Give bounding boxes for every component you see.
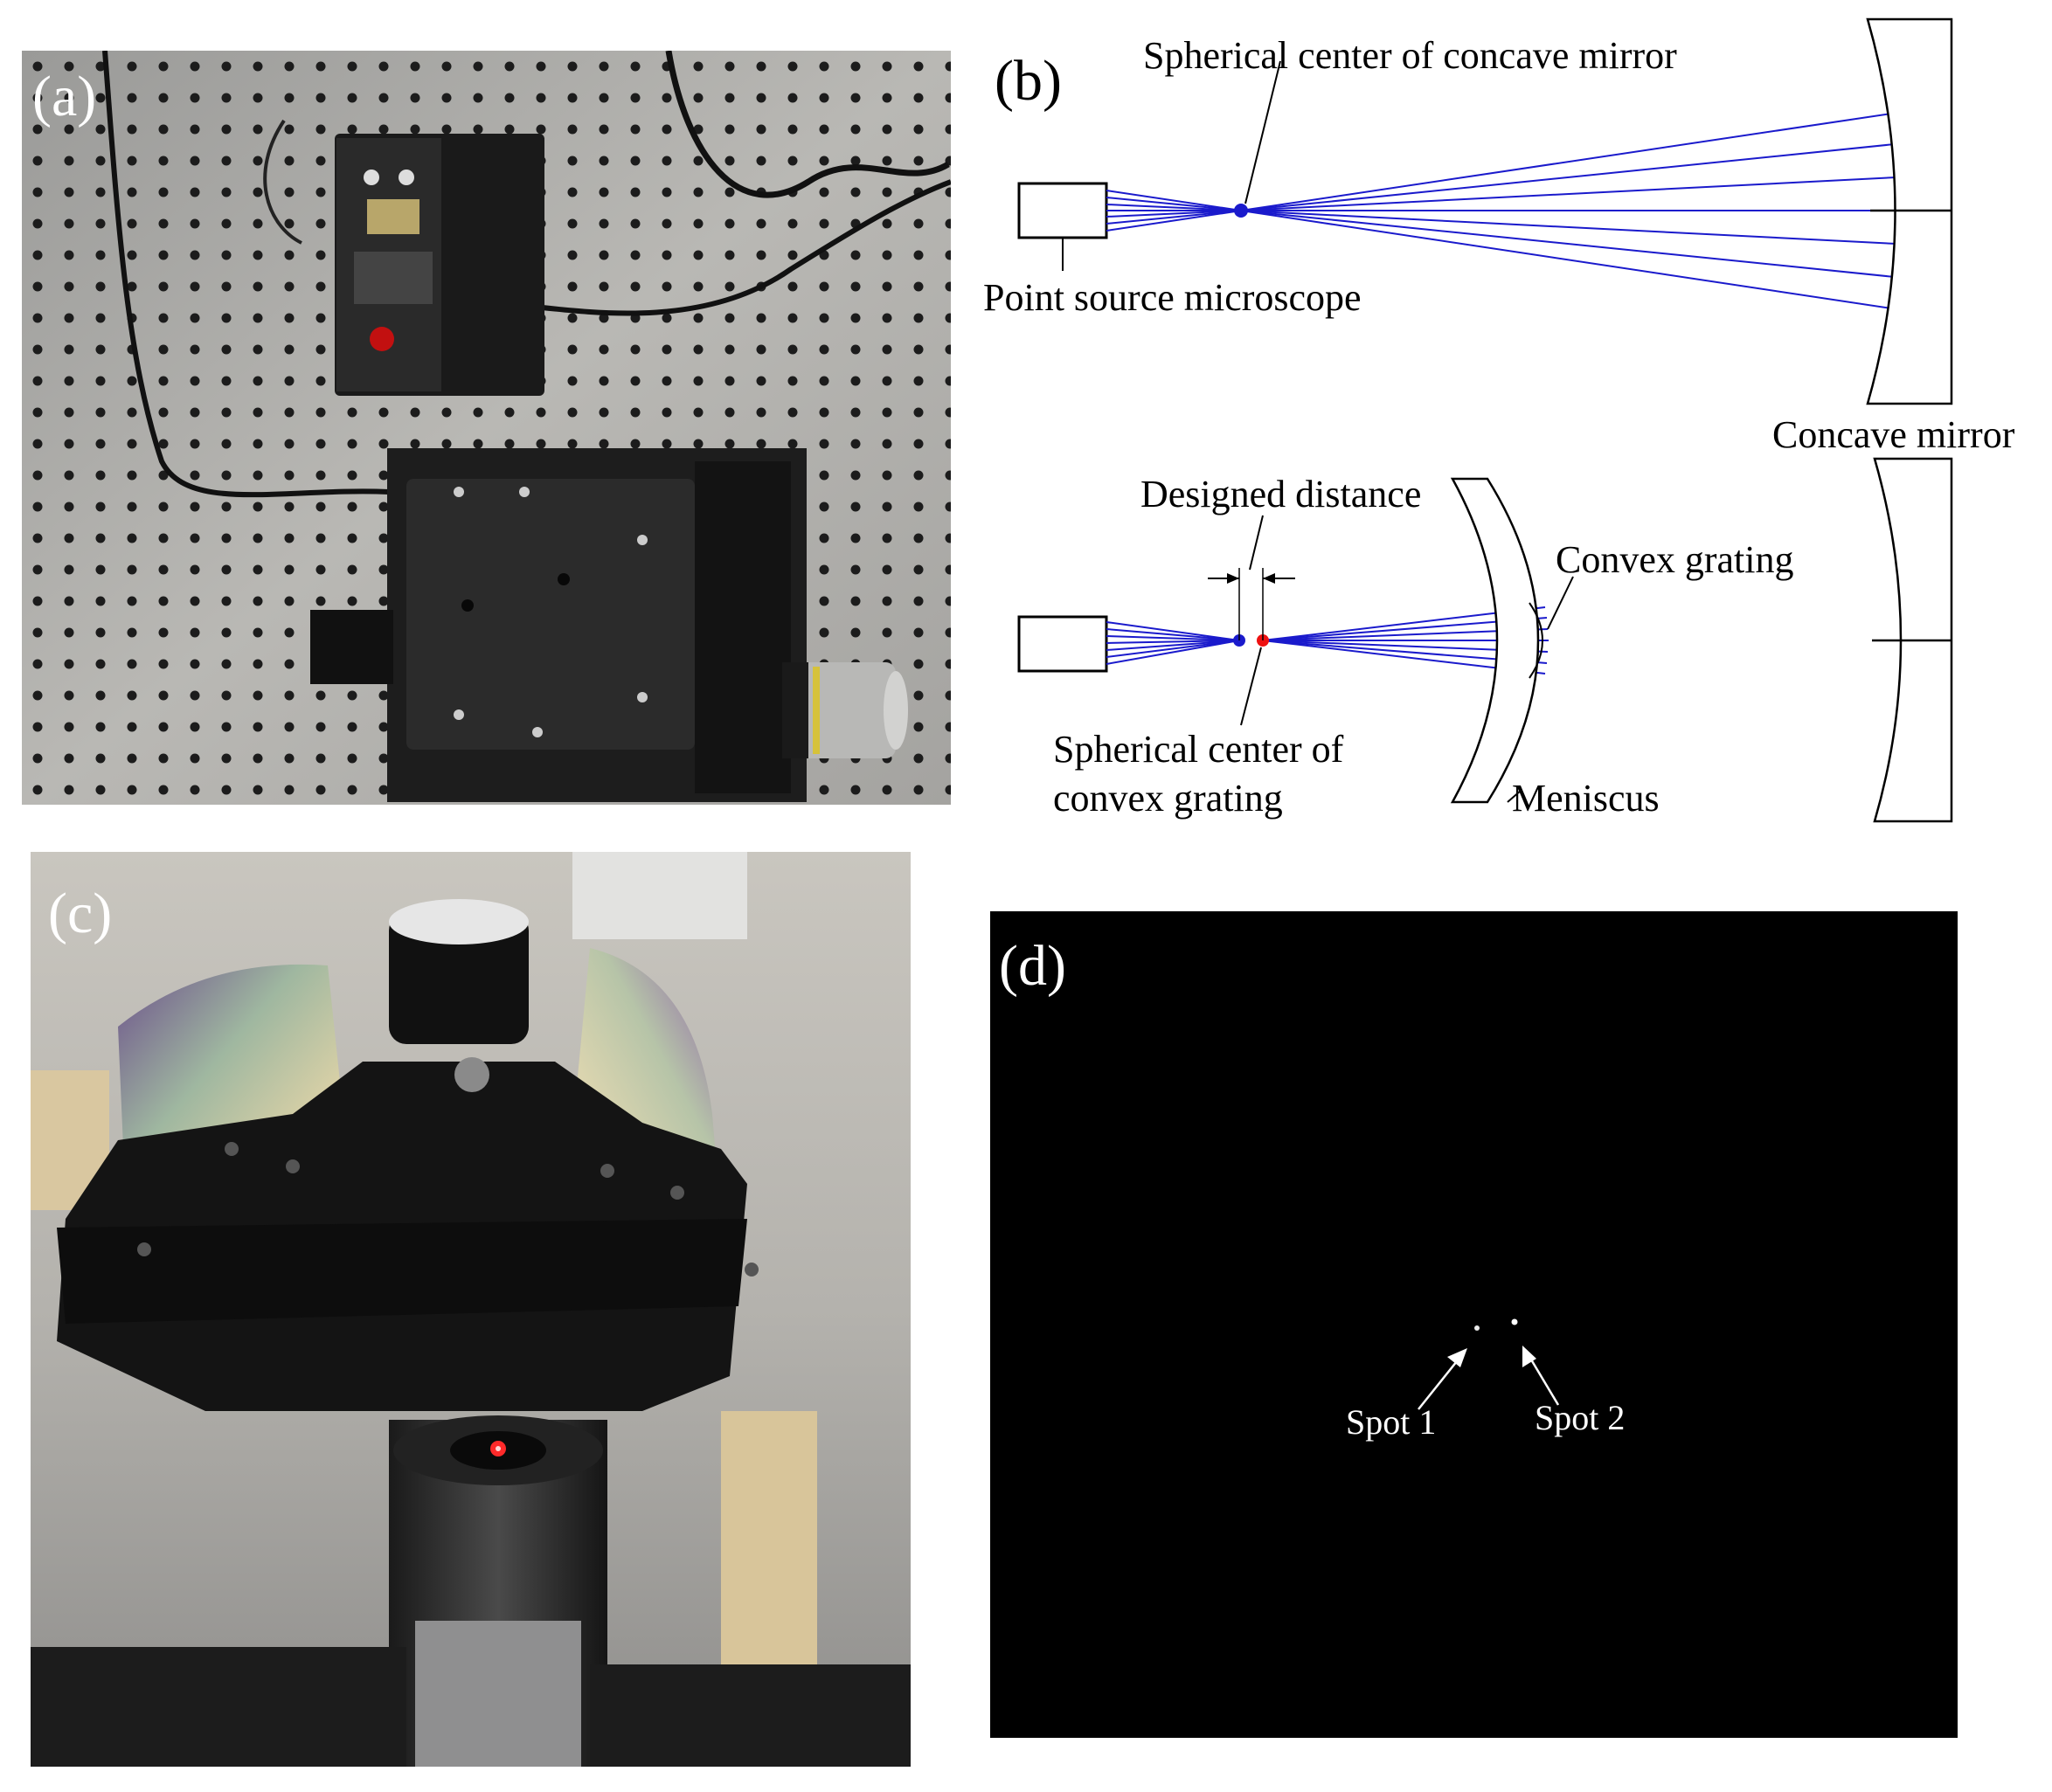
grating-alignment-photo (31, 852, 911, 1767)
leader-line (1244, 60, 1281, 204)
label-spot-2: Spot 2 (1535, 1398, 1625, 1437)
bottom-configuration (1017, 457, 1953, 823)
top-configuration (1017, 17, 1953, 405)
label-convex-grating: Convex grating (1556, 538, 1794, 581)
cable (102, 51, 390, 498)
panel-label-a: (a) (32, 65, 97, 128)
red-knob (370, 327, 394, 351)
convex-grating-surface (1529, 602, 1543, 679)
point-source-microscope-box-2 (1017, 615, 1108, 673)
leader-line (1249, 515, 1264, 571)
panel-a-photo: (a) (22, 51, 951, 805)
label-center-concave: Spherical center of concave mirror (1143, 34, 1677, 77)
leader-line (1547, 576, 1574, 630)
label-center-convex-1: Spherical center of (1053, 728, 1344, 771)
rays-bottom-left (1106, 621, 1240, 665)
panel-b-diagram: Spherical center of concave mirror Point… (961, 0, 2052, 839)
panel-c-photo: (c) (31, 852, 911, 1767)
panel-d-image: Spot 1 Spot 2 (d) (990, 911, 1958, 1738)
label-meniscus: Meniscus (1512, 777, 1660, 820)
optical-table-photo (22, 51, 951, 805)
cable (263, 119, 302, 245)
alignment-schematic: Spherical center of concave mirror Point… (983, 17, 2015, 823)
meniscus-lens (1450, 477, 1540, 804)
arrow-spot-2 (1527, 1354, 1560, 1406)
rays-top-right (1240, 113, 1898, 309)
spot-image: Spot 1 Spot 2 (990, 911, 1958, 1738)
label-concave-mirror: Concave mirror (1772, 413, 2015, 456)
panel-label-b: (b) (995, 49, 1062, 113)
spot-1 (1474, 1325, 1480, 1331)
label-spot-1: Spot 1 (1346, 1402, 1436, 1442)
arrow-spot-1 (1418, 1356, 1461, 1410)
rays-top-left (1106, 190, 1242, 232)
leader-line (1240, 647, 1262, 726)
panel-label-d: (d) (999, 934, 1066, 998)
spot-2 (1511, 1318, 1518, 1325)
label-designed-distance: Designed distance (1140, 473, 1421, 515)
objective-lens (782, 662, 896, 758)
panel-label-c: (c) (48, 882, 113, 945)
label-center-convex-2: convex grating (1053, 777, 1283, 820)
label-psm: Point source microscope (983, 276, 1362, 319)
point-source-microscope-box (1017, 182, 1108, 239)
concave-mirror-center-point (1234, 204, 1248, 218)
cable (510, 179, 951, 316)
cable (665, 51, 950, 198)
